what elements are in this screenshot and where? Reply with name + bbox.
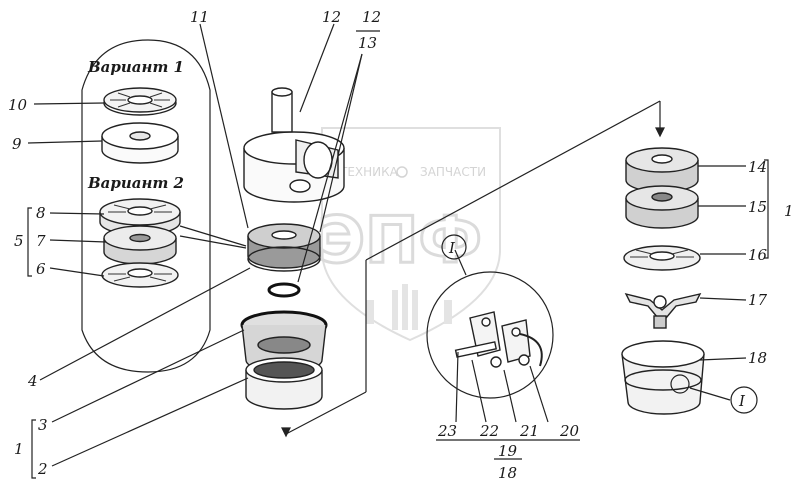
detail-marker-b-label: I: [738, 392, 746, 410]
part-10-ring-disc: [103, 87, 177, 116]
callout-5: 5: [14, 232, 24, 250]
watermark-wheat-icon: [366, 284, 452, 330]
callout-16: 16: [748, 246, 768, 264]
callout-12-fraction-top: 12: [362, 8, 381, 26]
callout-22: 22: [479, 422, 499, 440]
part-17-bracket: [624, 292, 702, 329]
callout-3: 3: [38, 416, 48, 434]
callout-20: 20: [559, 422, 580, 440]
part-16-disc: [623, 245, 701, 271]
part-seal-ring: [267, 282, 301, 298]
variant-2-label: Вариант 2: [87, 174, 184, 192]
watermark-gear-icon: [396, 166, 408, 178]
callout-9: 9: [12, 135, 22, 153]
callout-18: 18: [748, 349, 767, 367]
callout-23: 23: [437, 422, 457, 440]
detail-marker-a-label: I: [448, 239, 456, 257]
leader-lines: [27, 23, 769, 479]
part-18-cup: [621, 340, 705, 415]
part-9-rubber-puck: [101, 122, 179, 164]
callout-12: 12: [322, 8, 341, 26]
callout-19: 19: [498, 442, 518, 460]
callout-1-right: 1: [784, 202, 794, 220]
detail-circle: [426, 271, 554, 399]
callout-10: 10: [8, 96, 28, 114]
callout-8: 8: [36, 204, 46, 222]
watermark: ТЕХНИКА ЗАПЧАСТИ ЭПФ: [317, 127, 501, 342]
callout-14: 14: [748, 158, 767, 176]
part-7-middle-rubber: [103, 225, 177, 265]
part-6-bottom-disc: [101, 262, 179, 288]
callout-17: 17: [748, 291, 768, 309]
part-11-bushing: [247, 223, 321, 272]
detail-marker-a: I: [441, 234, 467, 260]
part-3-2-cup: [240, 310, 328, 410]
callout-2: 2: [37, 460, 48, 478]
variant-oval: [81, 39, 211, 373]
callout-6: 6: [36, 260, 46, 278]
variant-1-label: Вариант 1: [87, 58, 184, 76]
callout-4: 4: [27, 372, 38, 390]
callout-11: 11: [190, 8, 209, 26]
callout-13: 13: [358, 34, 377, 52]
part-15-lower-rubber: [625, 185, 699, 229]
part-14-upper-rubber: [625, 147, 699, 193]
callout-15: 15: [748, 198, 767, 216]
callout-21: 21: [519, 422, 539, 440]
watermark-brand-right: ЗАПЧАСТИ: [420, 165, 486, 179]
callout-18-fraction: 18: [498, 464, 517, 482]
detail-marker-b: I: [730, 386, 758, 414]
watermark-brand-left: ТЕХНИКА: [339, 165, 399, 179]
part-12-housing: [243, 87, 345, 203]
callout-1-left: 1: [14, 440, 24, 458]
callout-7: 7: [36, 232, 46, 250]
